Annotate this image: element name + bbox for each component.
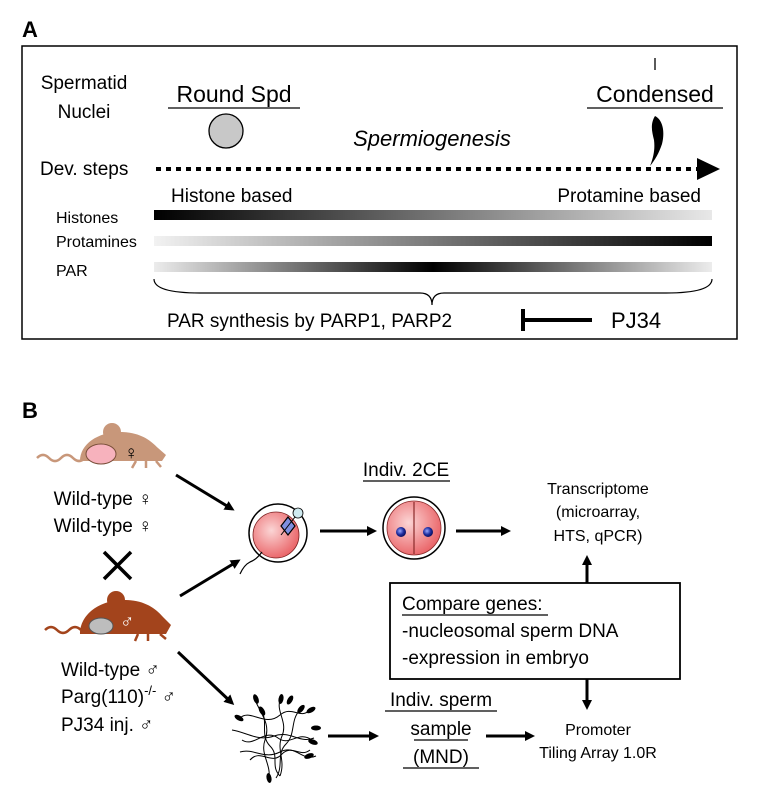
- panel-b-letter: B: [22, 398, 38, 423]
- promoter-line1: Promoter: [565, 722, 631, 739]
- panel-a-frame: [21, 45, 738, 340]
- indiv-2ce-label: Indiv. 2CE: [363, 460, 449, 481]
- compare-genes-box: [389, 582, 681, 680]
- spermiogenesis-label: Spermiogenesis: [353, 126, 511, 151]
- pj34-inj: PJ34 inj. ♂: [61, 715, 153, 736]
- spermatid-label-line1: Spermatid: [41, 73, 128, 94]
- two-cell-embryo-icon: [382, 496, 446, 560]
- histones-gradient-bar: [154, 210, 712, 220]
- female-symbol: ♀: [124, 443, 138, 464]
- par-label: PAR: [56, 263, 88, 280]
- wt-male: Wild-type ♂: [61, 660, 160, 681]
- promoter-line2: Tiling Array 1.0R: [539, 745, 657, 762]
- compare-item-2: -expression in embryo: [402, 648, 589, 669]
- arrow-male-to-zygote: [179, 559, 241, 598]
- protamines-gradient-bar: [154, 236, 712, 246]
- protamine-based-label: Protamine based: [557, 186, 701, 207]
- sperm-bundle-icon: [231, 694, 321, 783]
- compare-item-1: -nucleosomal sperm DNA: [402, 621, 619, 642]
- parg-label: Parg(110)-/- ♂: [61, 683, 176, 708]
- par-synthesis-label: PAR synthesis by PARP1, PARP2: [167, 311, 452, 332]
- male-mouse-icon: ♂: [44, 591, 171, 642]
- transcriptome-line3: HTS, qPCR): [554, 528, 643, 545]
- arrow-female-to-zygote: [175, 473, 235, 511]
- zygote-icon: [239, 503, 308, 575]
- round-spd-label: Round Spd: [176, 81, 291, 107]
- compare-genes-title: Compare genes:: [402, 594, 542, 615]
- inhibition-icon: [521, 309, 592, 331]
- histones-label: Histones: [56, 210, 118, 227]
- panel-a-letter: A: [22, 17, 38, 42]
- female-mouse-icon: ♀: [36, 423, 166, 469]
- indiv-sperm-line2: sample: [410, 719, 471, 740]
- parg-superscript: -/-: [144, 683, 156, 698]
- arrow-male-to-sperm: [176, 650, 235, 706]
- spermatid-label-line2: Nuclei: [58, 102, 111, 123]
- indiv-sperm-line1: Indiv. sperm: [390, 690, 492, 711]
- condensed-spermatid-icon: [650, 116, 664, 166]
- protamines-label: Protamines: [56, 234, 137, 251]
- wt-female-1: Wild-type ♀: [54, 489, 153, 510]
- indiv-sperm-line3: (MND): [413, 747, 469, 768]
- dev-steps-label: Dev. steps: [40, 159, 128, 180]
- male-symbol: ♂: [120, 612, 134, 633]
- histone-based-label: Histone based: [171, 186, 292, 207]
- par-gradient-bar: [154, 262, 712, 272]
- condensed-label: Condensed: [596, 81, 714, 107]
- dev-steps-arrowhead: [697, 158, 720, 180]
- transcriptome-line1: Transcriptome: [547, 481, 649, 498]
- wt-female-2: Wild-type ♀: [54, 516, 153, 537]
- par-brace: [153, 278, 713, 306]
- transcriptome-line2: (microarray,: [556, 504, 640, 521]
- round-spd-icon: [208, 113, 244, 149]
- pj34-label: PJ34: [611, 308, 661, 333]
- cross-icon: [102, 550, 133, 581]
